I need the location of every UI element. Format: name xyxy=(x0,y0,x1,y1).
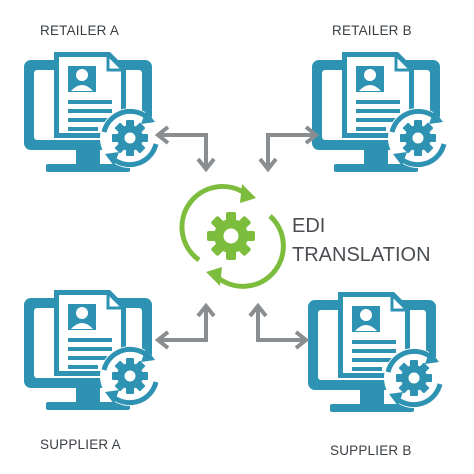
computer-document-gear-icon xyxy=(24,52,160,172)
node-supplier-b: SUPPLIER B xyxy=(308,292,444,458)
connector-retailer-a xyxy=(156,125,216,171)
computer-document-gear-icon xyxy=(308,292,444,412)
node-retailer-b: RETAILER B xyxy=(312,23,448,172)
connector-retailer-b xyxy=(258,125,318,171)
bidirectional-elbow-arrow-icon xyxy=(156,125,216,171)
edi-hub: EDI TRANSLATION xyxy=(179,184,431,289)
bidirectional-elbow-arrow-icon xyxy=(258,125,318,171)
connector-supplier-b xyxy=(248,304,308,350)
node-label-retailer-a: RETAILER A xyxy=(40,23,119,38)
node-retailer-a: RETAILER A xyxy=(24,23,160,172)
node-label-supplier-a: SUPPLIER A xyxy=(40,437,121,452)
cycle-gear-icon xyxy=(179,184,286,289)
node-label-retailer-b: RETAILER B xyxy=(332,23,412,38)
node-label-supplier-b: SUPPLIER B xyxy=(330,443,412,458)
hub-title-line-2: TRANSLATION xyxy=(292,244,431,266)
node-supplier-a: SUPPLIER A xyxy=(24,290,160,452)
computer-document-gear-icon xyxy=(24,290,160,410)
bidirectional-elbow-arrow-icon xyxy=(248,304,308,350)
hub-title-line-1: EDI xyxy=(292,215,325,237)
connector-supplier-a xyxy=(156,304,216,350)
computer-document-gear-icon xyxy=(312,52,448,172)
bidirectional-elbow-arrow-icon xyxy=(156,304,216,350)
